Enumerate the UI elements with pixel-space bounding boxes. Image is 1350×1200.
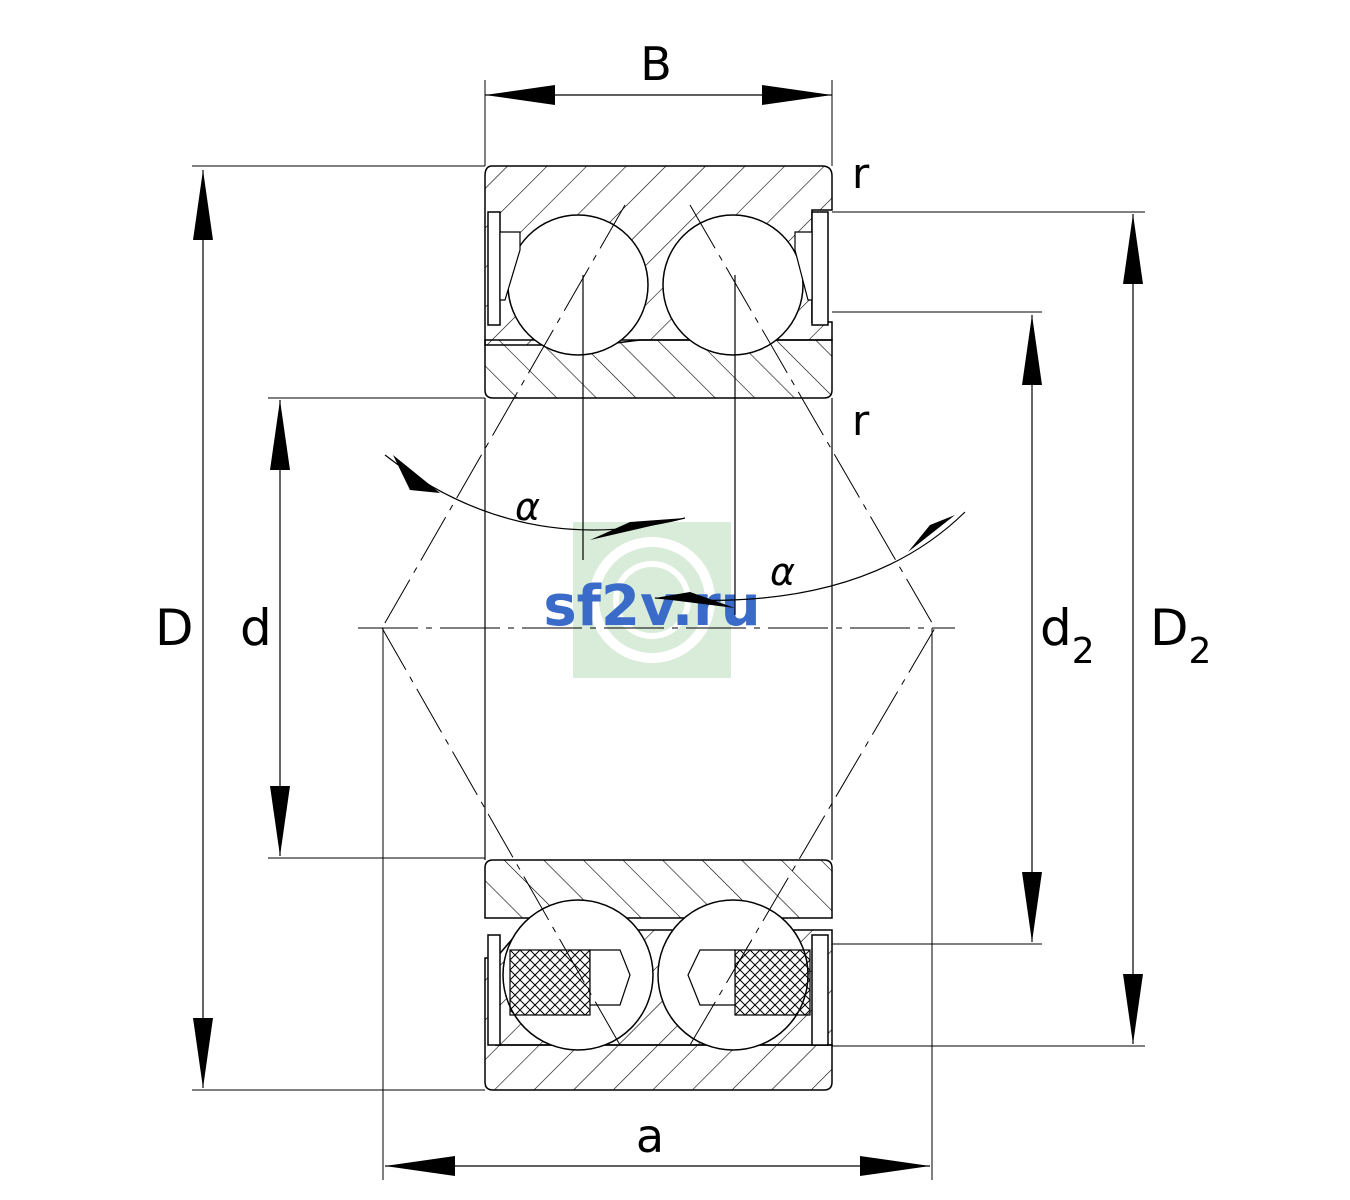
inner-ring-bottom — [484, 859, 833, 919]
dimension-B — [485, 85, 832, 105]
label-d: d — [240, 599, 272, 657]
label-B: B — [640, 37, 672, 91]
contact-lines — [381, 204, 936, 1046]
label-r-inner: r — [852, 396, 870, 445]
label-r-top: r — [852, 149, 870, 198]
ball-top-right — [662, 214, 804, 356]
seal-bottom-left — [487, 934, 501, 1046]
label-alpha-left: α — [515, 485, 540, 529]
dimension-D2 — [1123, 214, 1143, 1044]
dimension-d — [270, 400, 290, 856]
dimension-a — [385, 1156, 930, 1176]
label-D: D — [155, 599, 194, 657]
extension-lines — [192, 80, 1145, 1180]
label-a: a — [636, 1109, 664, 1163]
label-alpha-right: α — [770, 550, 795, 594]
cage-bottom-left — [509, 949, 591, 1016]
dimension-d2 — [1022, 315, 1042, 942]
label-d2: d2 — [1040, 599, 1095, 672]
ball-top-left — [507, 214, 649, 356]
seal-top-right — [811, 211, 829, 326]
inner-ring-top — [484, 339, 833, 399]
seal-top-left — [487, 211, 501, 326]
label-D2: D2 — [1150, 599, 1211, 672]
cage-bottom-right — [734, 949, 811, 1016]
dimension-D — [193, 170, 213, 1088]
seal-bottom-right — [811, 934, 829, 1046]
